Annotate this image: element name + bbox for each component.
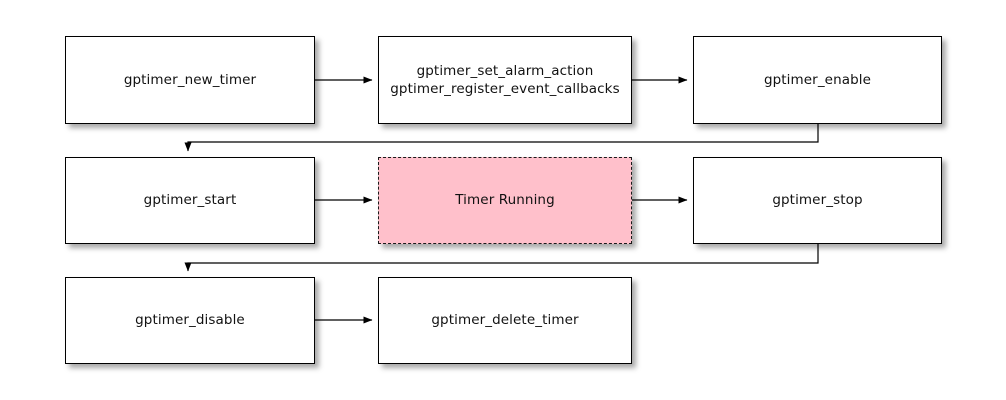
- node-label-stop: gptimer_stop: [772, 192, 863, 209]
- node-stop[interactable]: gptimer_stop: [693, 157, 942, 244]
- edge-stop-to-disable: [184, 244, 819, 272]
- node-label-enable: gptimer_enable: [763, 71, 872, 88]
- node-set_alarm[interactable]: gptimer_set_alarm_action gptimer_registe…: [378, 36, 632, 124]
- node-label-new_timer: gptimer_new_timer: [123, 71, 257, 88]
- node-delete_timer[interactable]: gptimer_delete_timer: [378, 277, 632, 364]
- node-label-set_alarm: gptimer_set_alarm_action gptimer_registe…: [390, 62, 620, 97]
- node-running[interactable]: Timer Running: [378, 157, 632, 244]
- node-label-start: gptimer_start: [143, 192, 237, 209]
- node-label-running: Timer Running: [455, 192, 555, 209]
- node-new_timer[interactable]: gptimer_new_timer: [65, 36, 315, 124]
- node-label-delete_timer: gptimer_delete_timer: [431, 312, 579, 329]
- node-label-disable: gptimer_disable: [135, 312, 245, 329]
- node-start[interactable]: gptimer_start: [65, 157, 315, 244]
- node-enable[interactable]: gptimer_enable: [693, 36, 942, 124]
- node-disable[interactable]: gptimer_disable: [65, 277, 315, 364]
- edge-enable-to-start: [184, 124, 819, 152]
